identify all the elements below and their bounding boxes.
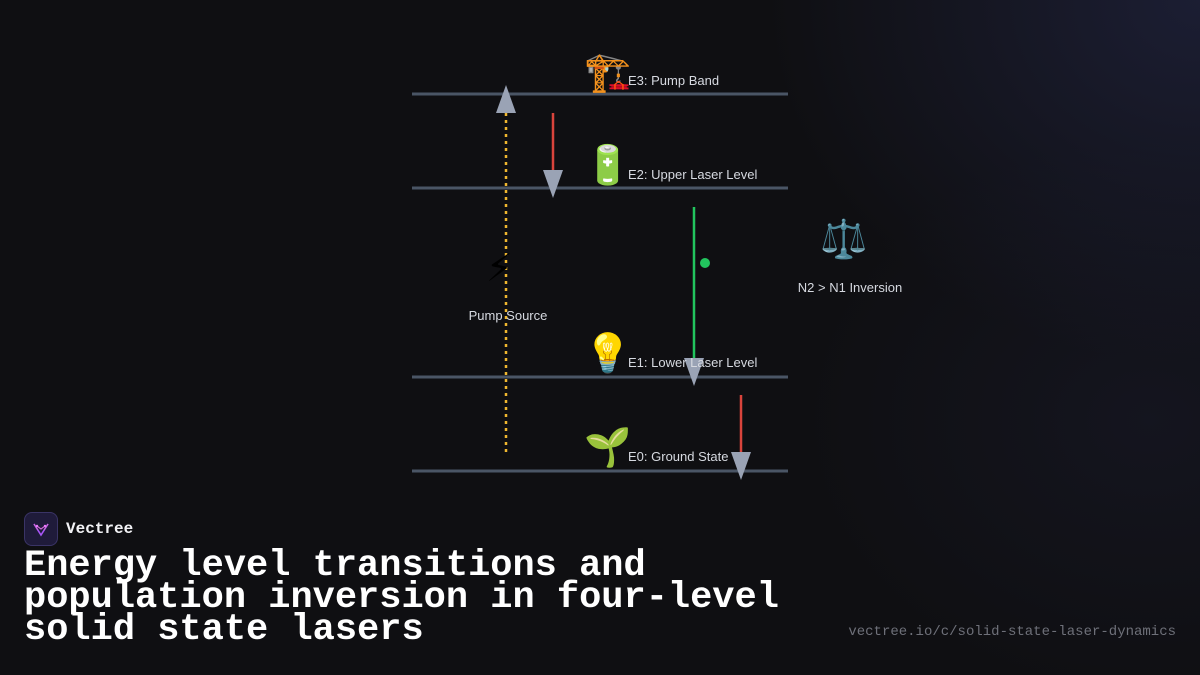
seedling-icon: 🌱	[584, 425, 632, 469]
pump-arrow-head	[496, 85, 516, 113]
decay-e3-e2-arrow-head	[543, 170, 563, 198]
inversion-label: N2 > N1 Inversion	[798, 280, 902, 295]
laser-arrow-head	[684, 358, 704, 386]
crane-icon: 🏗️	[584, 50, 632, 94]
decay-e1-e0-arrow-head	[731, 452, 751, 480]
page-title: Energy level transitions and population …	[24, 545, 779, 651]
lightbulb-icon: 💡	[584, 331, 632, 375]
vectree-logo-icon	[24, 512, 58, 546]
balance-scale-icon: ⚖️	[820, 217, 868, 261]
brand-name: Vectree	[66, 520, 134, 538]
level-label-e3: E3: Pump Band	[628, 73, 719, 88]
photon-dot	[700, 258, 710, 268]
level-label-e2: E2: Upper Laser Level	[628, 167, 757, 182]
lightning-icon: ⚡	[486, 246, 513, 290]
battery-icon: 🔋	[584, 143, 632, 187]
pump-source-label: Pump Source	[469, 308, 548, 323]
brand: Vectree	[24, 512, 133, 546]
level-label-e1: E1: Lower Laser Level	[628, 355, 757, 370]
source-url[interactable]: vectree.io/c/solid-state-laser-dynamics	[848, 624, 1176, 640]
level-label-e0: E0: Ground State	[628, 449, 728, 464]
